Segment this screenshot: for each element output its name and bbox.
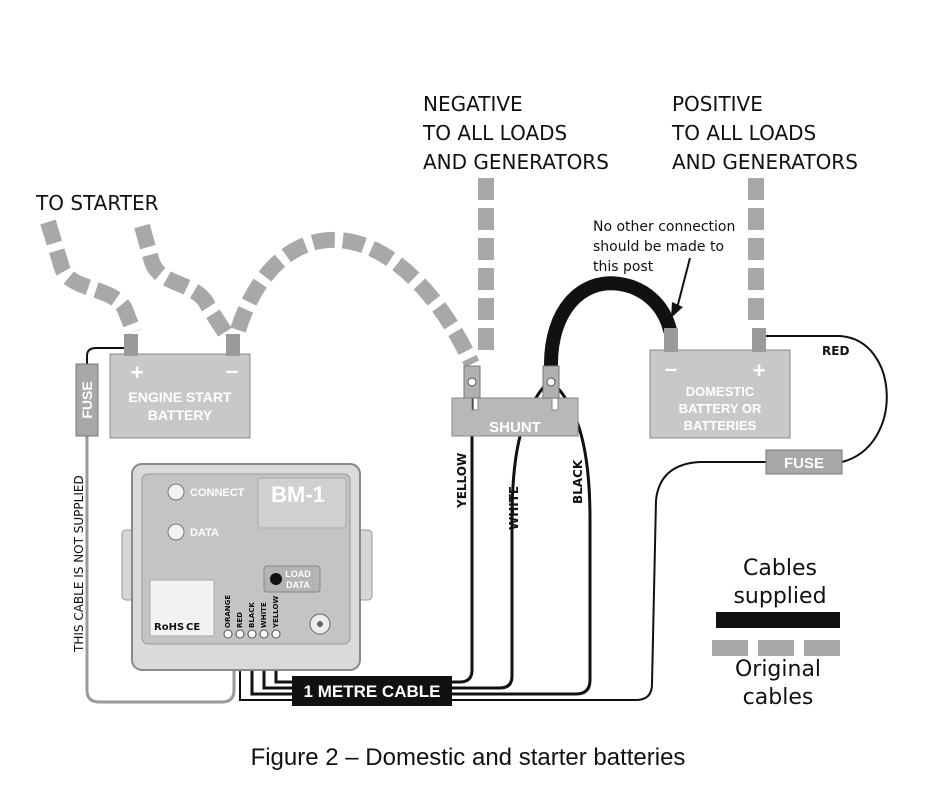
fuse-left-label: FUSE (79, 381, 95, 418)
data-led (167, 523, 185, 541)
domestic-negative-post (664, 328, 678, 352)
positive-label-line3: AND GENERATORS (672, 150, 858, 174)
cable-not-supplied (85, 434, 236, 704)
fuse-to-monitor-wire (239, 461, 770, 701)
starter-cable-1 (40, 219, 142, 335)
terminal-screw-orange (223, 629, 233, 639)
terminal-label-orange: ORANGE (224, 595, 232, 628)
load-data-label-2: DATA (286, 580, 310, 590)
note-line1: No other connection (593, 219, 735, 235)
domestic-battery-label-1: DOMESTIC (686, 384, 755, 399)
red-wire (757, 335, 888, 463)
legend-supplied-line1: Cables (743, 556, 817, 581)
domestic-battery (649, 349, 791, 439)
adjust-knob-center (317, 621, 323, 627)
metre-cable-box (292, 676, 452, 706)
load-data-button-dot (270, 573, 282, 585)
shunt-to-domestic-cable (544, 276, 677, 371)
terminal-label-white: WHITE (260, 602, 268, 628)
note-arrow (675, 257, 691, 313)
bm1-monitor (121, 463, 373, 671)
note-line3: this post (593, 259, 654, 275)
terminal-screw-white (259, 629, 269, 639)
terminal-label-yellow: YELLOW (272, 596, 280, 629)
negative-label-line3: AND GENERATORS (423, 150, 609, 174)
legend-original-line1: Original (735, 657, 821, 682)
data-label: DATA (190, 527, 219, 539)
figure-caption: Figure 2 – Domestic and starter batterie… (251, 744, 686, 771)
load-data-label-1: LOAD (285, 569, 311, 579)
engine-positive-post (124, 334, 138, 356)
negative-label-line2: TO ALL LOADS (422, 121, 567, 145)
shunt-label: SHUNT (489, 419, 541, 436)
negative-label-line1: NEGATIVE (423, 92, 523, 116)
white-label: WHITE (507, 486, 521, 530)
fuse-left (75, 363, 99, 437)
engine-battery-label-1: ENGINE START (128, 389, 232, 405)
yellow-label: YELLOW (455, 453, 469, 509)
engine-minus-sign: – (226, 358, 238, 383)
shunt (451, 397, 579, 437)
positive-label-line1: POSITIVE (672, 92, 763, 116)
engine-negative-post (226, 334, 240, 356)
legend-supplied-swatch (716, 612, 840, 628)
engine-battery (109, 353, 251, 439)
ce-mark: CE (186, 622, 200, 633)
legend-original-swatch (712, 640, 840, 656)
engine-plus-sign: + (131, 360, 144, 385)
yellow-wire (274, 380, 474, 684)
legend-original-line2: cables (743, 685, 814, 710)
load-data-button[interactable] (263, 565, 321, 593)
metre-cable-label: 1 METRE CABLE (304, 682, 441, 701)
arch-cable (230, 231, 480, 368)
cable-not-supplied-label: THIS CABLE IS NOT SUPPLIED (72, 475, 86, 653)
shunt-bolt-left (467, 377, 477, 387)
note-line2: should be made to (593, 239, 724, 255)
bm1-title: BM-1 (271, 482, 325, 507)
domestic-positive-post (752, 328, 766, 352)
terminal-screw-black (247, 629, 257, 639)
compliance-label (149, 579, 215, 637)
terminal-label-red: RED (236, 612, 244, 628)
to-starter-label: TO STARTER (35, 191, 159, 215)
note-arrowhead (671, 302, 683, 318)
terminal-label-black: BLACK (248, 602, 256, 628)
domestic-battery-label-2: BATTERY OR (679, 401, 762, 416)
rohs-mark: RoHS (154, 622, 184, 633)
domestic-plus-sign: + (753, 358, 766, 383)
fuse-right-label: FUSE (784, 455, 824, 472)
positive-label-line2: TO ALL LOADS (671, 121, 816, 145)
legend-supplied-line2: supplied (733, 584, 826, 609)
connect-label: CONNECT (190, 487, 245, 499)
red-label: RED (822, 344, 849, 358)
black-label: BLACK (571, 459, 585, 504)
connect-led (167, 483, 185, 501)
starter-cable-2 (134, 223, 233, 339)
domestic-battery-label-3: BATTERIES (684, 418, 757, 433)
terminal-screw-red (235, 629, 245, 639)
domestic-minus-sign: – (665, 356, 677, 381)
engine-battery-label-2: BATTERY (148, 407, 213, 423)
terminal-screw-yellow (271, 629, 281, 639)
fuse-right (765, 449, 843, 475)
shunt-bolt-right (546, 377, 556, 387)
